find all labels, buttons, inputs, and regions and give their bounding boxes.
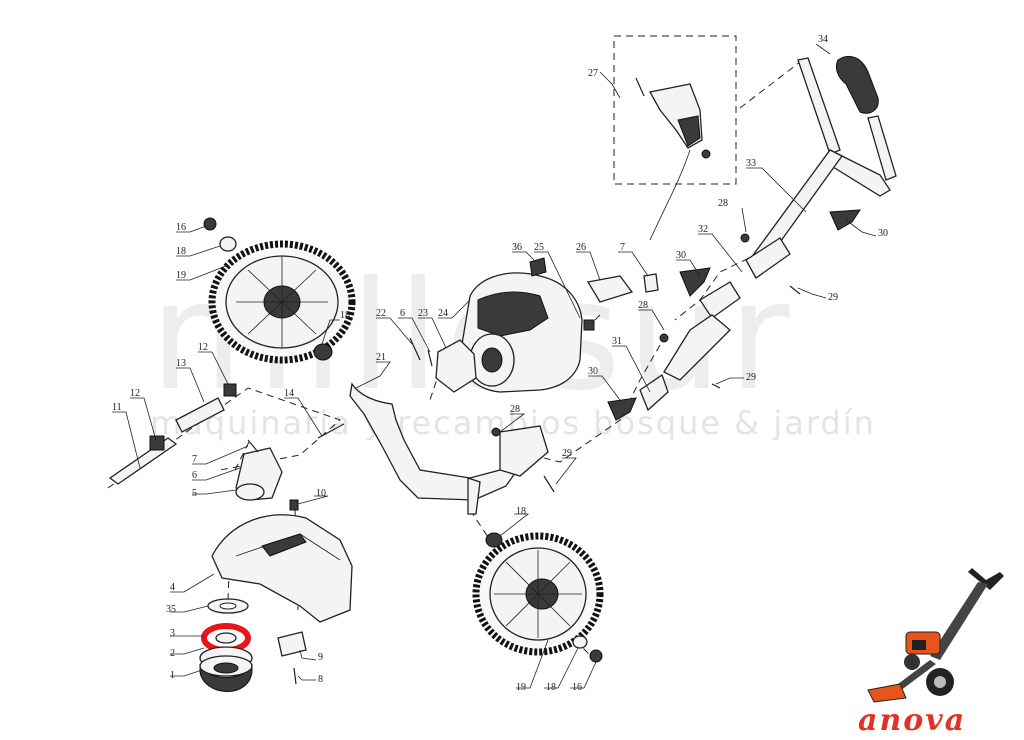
trimmer-head xyxy=(199,598,253,692)
callout-3: 3 xyxy=(170,628,175,639)
callout-28: 28 xyxy=(638,300,648,311)
callout-30: 30 xyxy=(676,250,686,261)
callout-10: 10 xyxy=(316,488,326,499)
callout-32: 32 xyxy=(698,224,708,235)
callout-31: 31 xyxy=(612,336,622,347)
callout-34: 34 xyxy=(818,34,828,45)
callout-24: 24 xyxy=(438,308,448,319)
callout-35: 35 xyxy=(166,604,176,615)
callout-30: 30 xyxy=(878,228,888,239)
callout-29: 29 xyxy=(746,372,756,383)
callout-7: 7 xyxy=(192,454,197,465)
callout-19: 19 xyxy=(176,270,186,281)
callout-16: 16 xyxy=(572,682,582,693)
callout-13: 13 xyxy=(176,358,186,369)
callout-6: 6 xyxy=(192,470,197,481)
callout-18: 18 xyxy=(176,246,186,257)
throttle-assembly xyxy=(613,35,737,241)
callout-29: 29 xyxy=(562,448,572,459)
callout-4: 4 xyxy=(170,582,175,593)
callout-6: 6 xyxy=(400,308,405,319)
wheel-lower xyxy=(472,532,604,663)
callout-labels: 34 27 33 30 28 32 30 29 26 25 36 7 28 31… xyxy=(112,34,888,693)
callout-9: 9 xyxy=(318,652,323,663)
callout-8: 8 xyxy=(318,674,323,685)
callout-1: 1 xyxy=(170,670,175,681)
callout-29: 29 xyxy=(828,292,838,303)
callout-36: 36 xyxy=(512,242,522,253)
callout-21: 21 xyxy=(376,352,386,363)
callout-30: 30 xyxy=(588,366,598,377)
brand-logo-text: anova xyxy=(858,703,966,738)
engine-assembly xyxy=(409,257,659,393)
callout-12: 12 xyxy=(130,388,140,399)
brand-product-thumbnail xyxy=(867,568,1004,703)
callout-28: 28 xyxy=(510,404,520,415)
callout-22: 22 xyxy=(376,308,386,319)
callout-16: 16 xyxy=(176,222,186,233)
callout-19: 19 xyxy=(516,682,526,693)
wheel-frame xyxy=(349,382,555,515)
callout-5: 5 xyxy=(192,488,197,499)
handlebar-assembly xyxy=(607,56,897,421)
small-parts xyxy=(277,631,307,685)
callout-25: 25 xyxy=(534,242,544,253)
callout-33: 33 xyxy=(746,158,756,169)
callout-14: 14 xyxy=(284,388,294,399)
callout-11: 11 xyxy=(112,402,122,413)
gear-head xyxy=(235,439,283,501)
wheel-upper xyxy=(203,217,356,364)
guard xyxy=(211,499,353,623)
leader-lines xyxy=(112,43,877,689)
callout-26: 26 xyxy=(576,242,586,253)
callout-28: 28 xyxy=(718,198,728,209)
callout-23: 23 xyxy=(418,308,428,319)
callout-12: 12 xyxy=(198,342,208,353)
callout-7: 7 xyxy=(620,242,625,253)
brand-logo: anova xyxy=(858,703,966,738)
callout-27: 27 xyxy=(588,68,598,79)
callout-18: 18 xyxy=(546,682,556,693)
callout-2: 2 xyxy=(170,648,175,659)
callout-18: 18 xyxy=(516,506,526,517)
callout-18: 18 xyxy=(340,310,350,321)
axle-assembly xyxy=(108,383,345,485)
